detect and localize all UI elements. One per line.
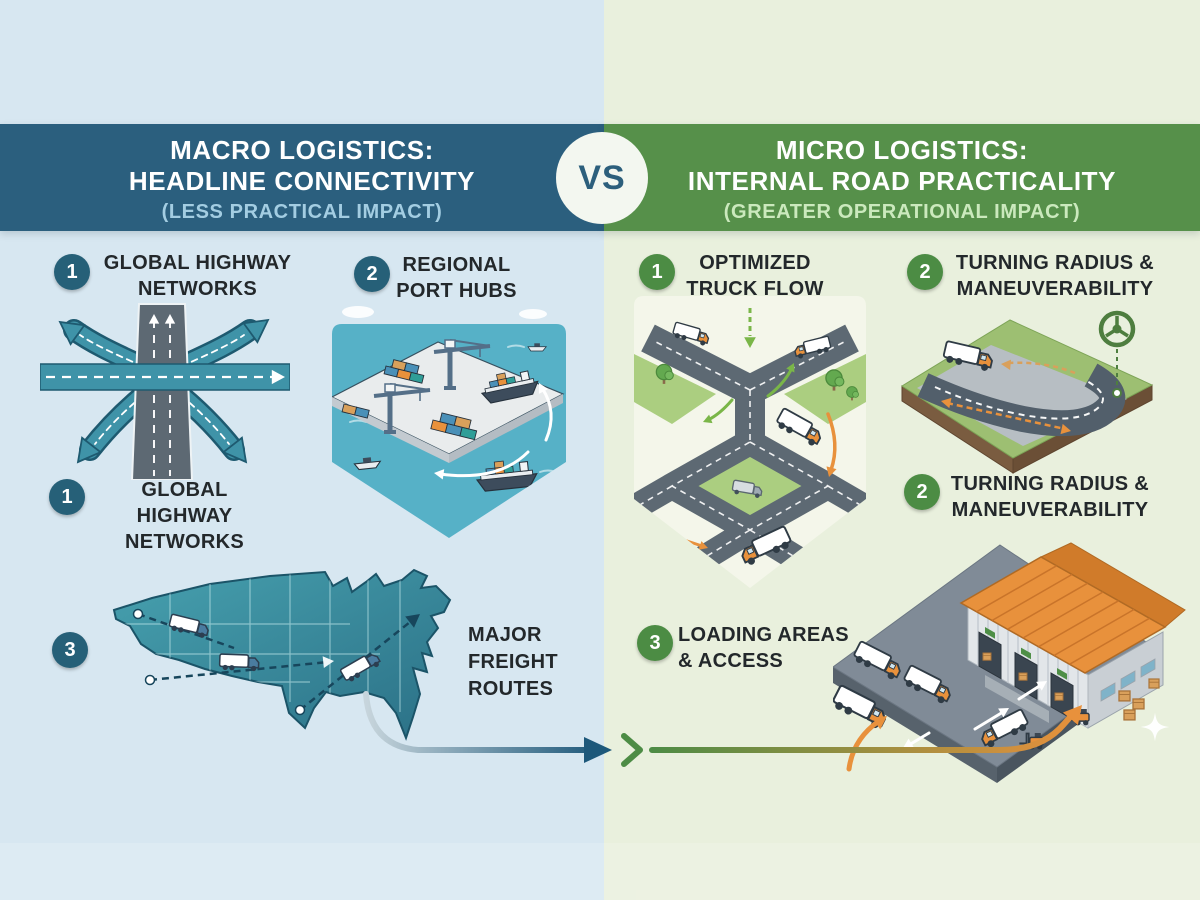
right-item2-line1: TURNING RADIUS & (955, 252, 1155, 274)
crate (1148, 678, 1160, 689)
micro-title-line1: MICRO LOGISTICS: (775, 135, 1029, 165)
container-stack (341, 403, 370, 419)
right-item2-line2: MANEUVERABILITY (956, 278, 1154, 300)
left-item3-number-badge: 3 (52, 632, 88, 668)
port-hub-illustration (332, 306, 566, 538)
truck-flow-intersection-illustration (634, 296, 866, 588)
flow-transition-arrow (363, 691, 1090, 767)
freight-routes-map-illustration (112, 568, 452, 741)
macro-subtitle: (LESS PRACTICAL IMPACT) (161, 201, 443, 223)
right-item2-repeat-line2: MANEUVERABILITY (951, 499, 1149, 521)
vs-label: VS (578, 158, 626, 197)
left-item2-label: REGIONAL PORT HUBS (394, 252, 519, 304)
right-item1-number-badge: 1 (639, 254, 675, 290)
macro-title-line1: MACRO LOGISTICS: (170, 135, 434, 165)
right-item3-number-badge: 3 (637, 625, 673, 661)
left-item3-label: MAJOR FREIGHT ROUTES (468, 622, 598, 703)
green-chevron-icon (621, 733, 643, 767)
left-item1-number-badge: 1 (54, 254, 90, 290)
turning-radius-illustration (901, 303, 1154, 474)
warehouse-loading-illustration (833, 542, 1186, 783)
cloud-icon (342, 306, 374, 318)
left-item3-line2: FREIGHT (468, 651, 558, 673)
left-item1-line1: GLOBAL HIGHWAY (103, 252, 292, 274)
right-item3-line1: LOADING AREAS (678, 624, 849, 646)
left-item3-line3: ROUTES (468, 678, 554, 700)
warehouse-building (959, 542, 1186, 729)
container-stack (383, 359, 425, 384)
left-item1-repeat-line2: NETWORKS (124, 531, 245, 553)
right-item1-line2: TRUCK FLOW (686, 278, 824, 300)
left-item2-line2: PORT HUBS (396, 280, 517, 302)
left-item2-number-badge: 2 (354, 256, 390, 292)
left-item1-repeat-line1: GLOBAL HIGHWAY (136, 479, 233, 527)
left-item1-line2: NETWORKS (137, 278, 258, 300)
right-item2-repeat-label: TURNING RADIUS & MANEUVERABILITY (935, 471, 1165, 523)
right-item2-number-badge: 2 (907, 254, 943, 290)
left-item1-repeat-label: GLOBAL HIGHWAY NETWORKS (92, 477, 277, 555)
left-item2-line1: REGIONAL (402, 254, 511, 276)
bottom-light-band (0, 843, 1200, 900)
blue-arrowhead (584, 737, 612, 763)
steering-wheel-icon (1101, 313, 1133, 398)
left-item1-label: GLOBAL HIGHWAY NETWORKS (100, 250, 295, 302)
left-item3-line1: MAJOR (468, 624, 542, 646)
micro-subtitle: (GREATER OPERATIONAL IMPACT) (723, 201, 1081, 223)
left-item1-repeat-number-badge: 1 (49, 479, 85, 515)
highway-interchange-illustration (40, 303, 290, 480)
macro-logistics-banner: MACRO LOGISTICS: HEADLINE CONNECTIVITY (… (0, 124, 604, 231)
yard-direction-arrows (907, 683, 1043, 747)
right-item1-label: OPTIMIZED TRUCK FLOW (680, 250, 830, 302)
vs-badge: VS (556, 132, 648, 224)
right-item2-label: TURNING RADIUS & MANEUVERABILITY (940, 250, 1170, 302)
right-item3-line2: & ACCESS (678, 650, 784, 672)
right-item2-repeat-line1: TURNING RADIUS & (950, 473, 1150, 495)
right-item3-label: LOADING AREAS & ACCESS (678, 622, 878, 674)
right-item2-repeat-number-badge: 2 (904, 474, 940, 510)
container-stack (430, 412, 478, 441)
micro-logistics-banner: MICRO LOGISTICS: INTERNAL ROAD PRACTICAL… (604, 124, 1200, 231)
right-item1-line1: OPTIMIZED (699, 252, 811, 274)
macro-title-line2: HEADLINE CONNECTIVITY (128, 166, 476, 196)
micro-title-line2: INTERNAL ROAD PRACTICALITY (687, 166, 1117, 196)
cloud-icon (519, 309, 547, 319)
